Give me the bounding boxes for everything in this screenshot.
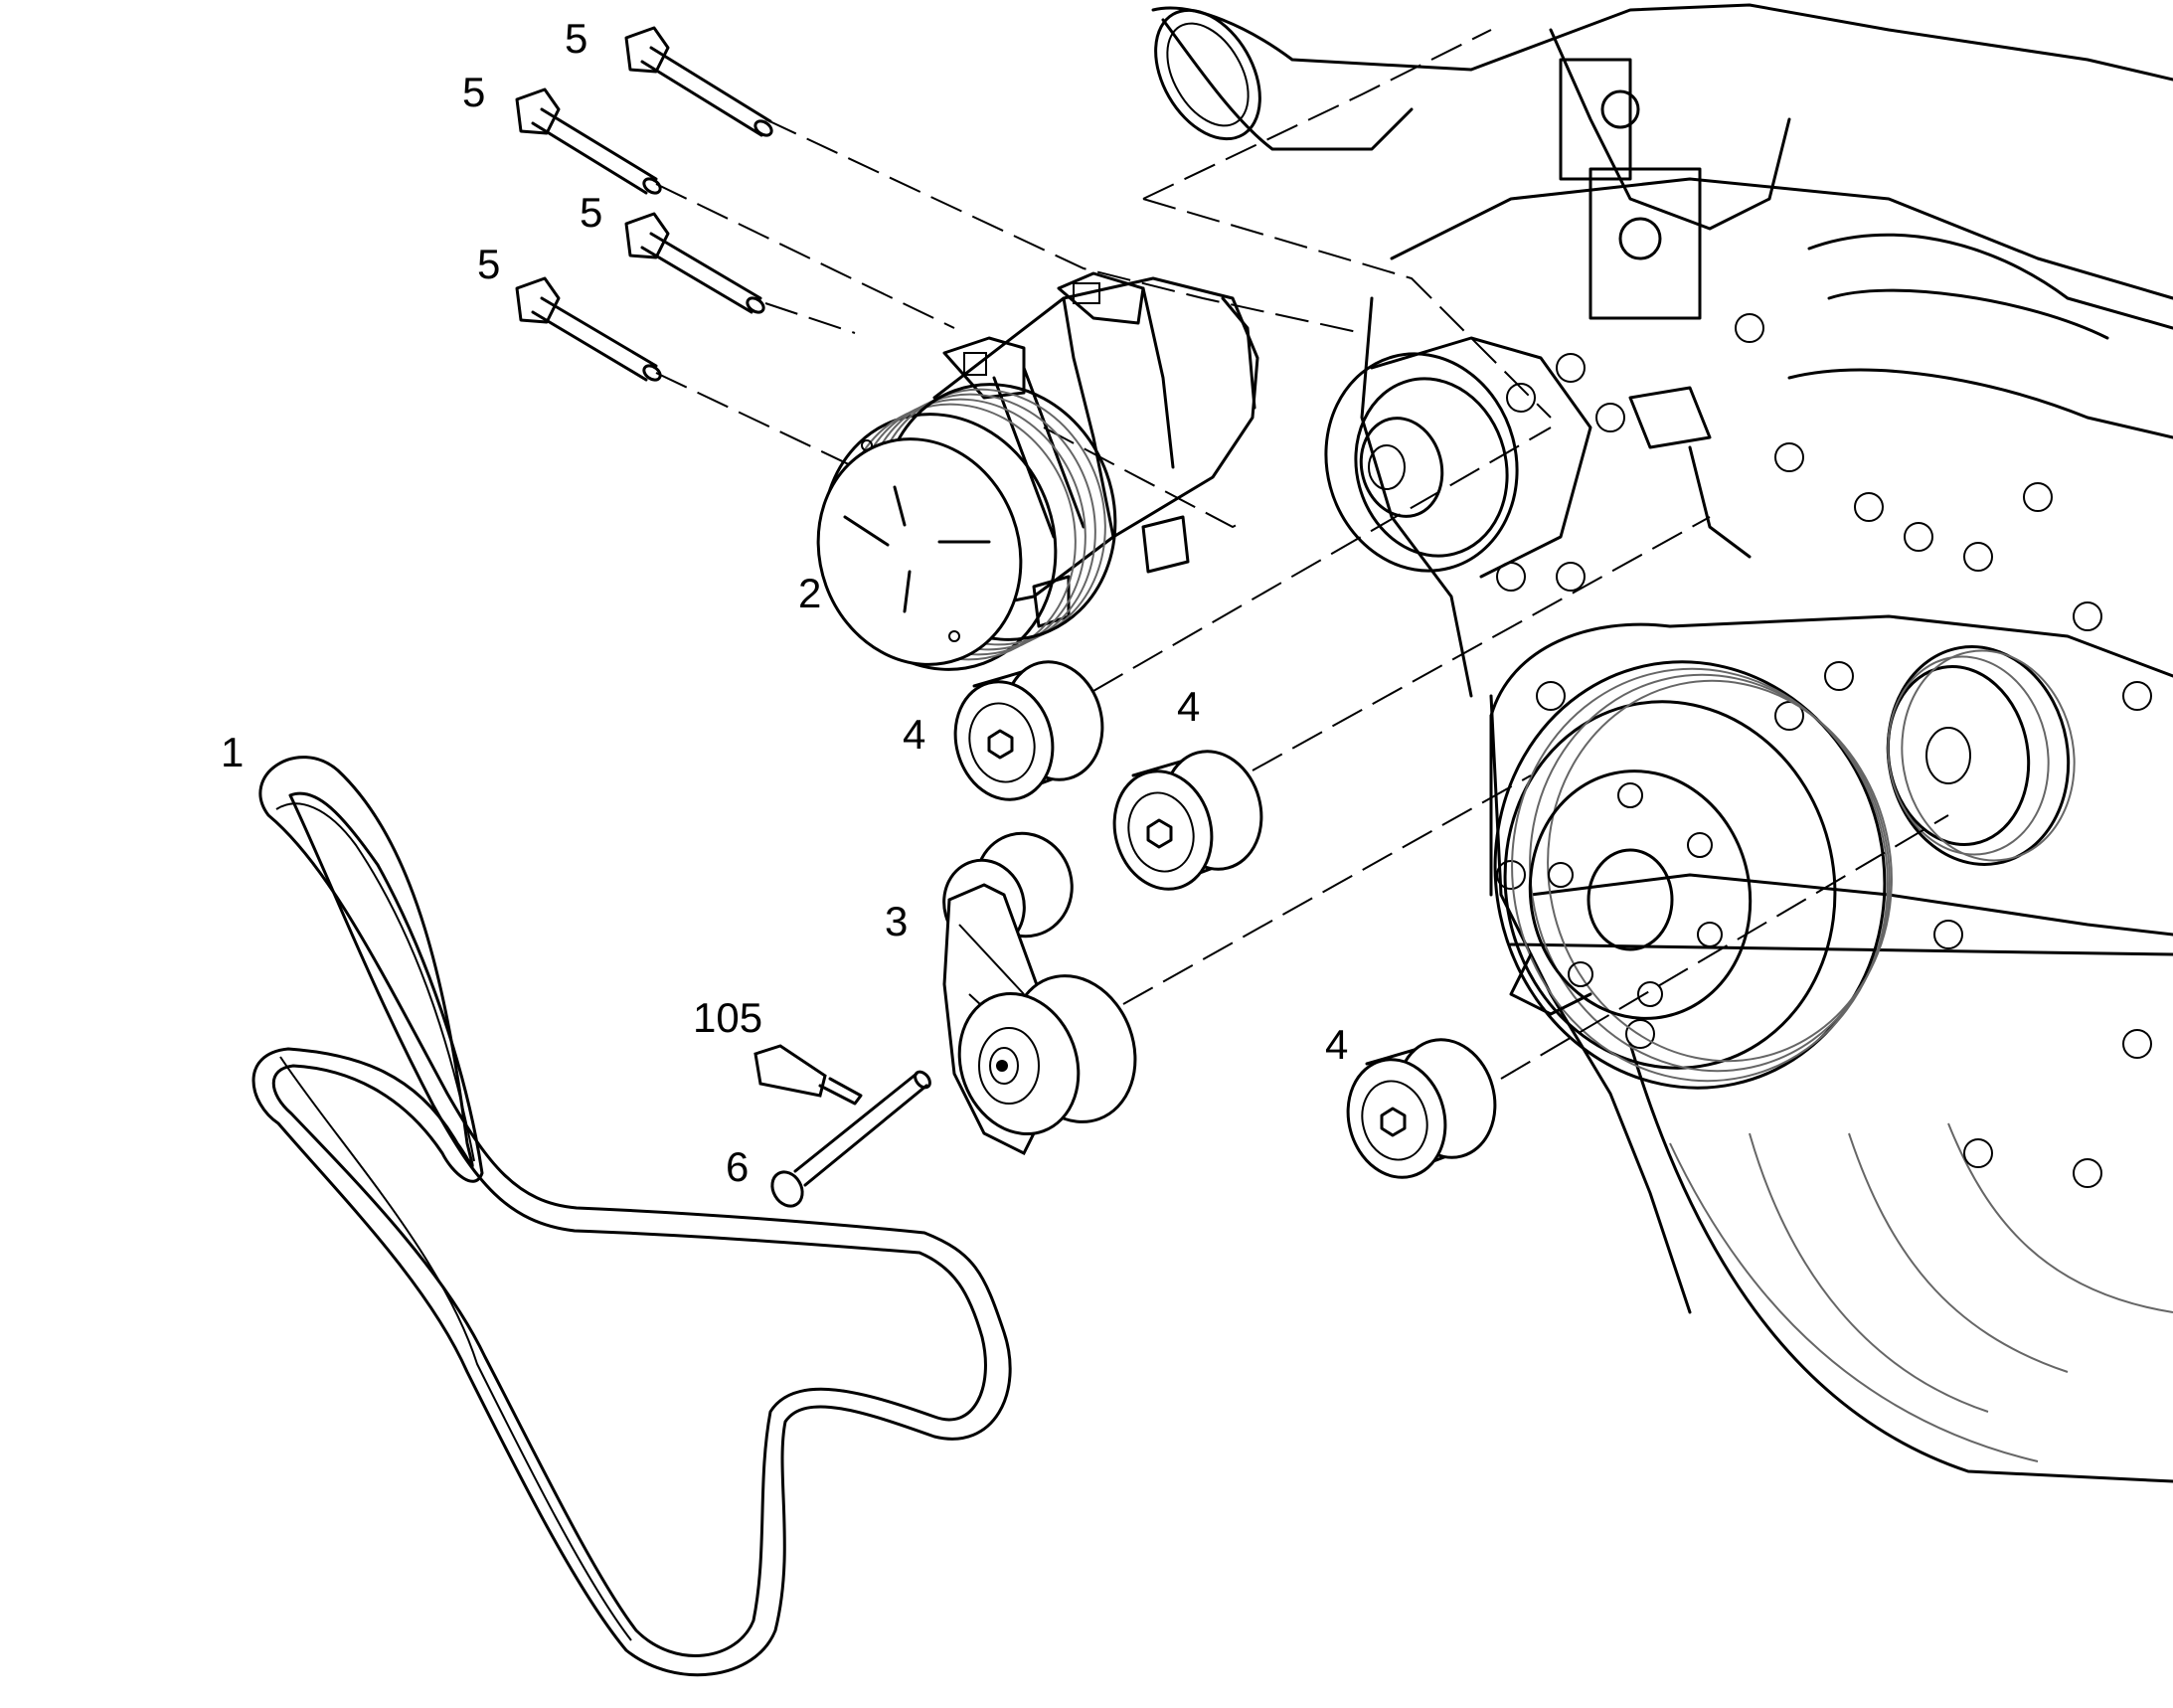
serpentine-belt — [251, 756, 1012, 1677]
sealant-tube — [753, 1044, 863, 1106]
mounting-bolts — [515, 26, 773, 382]
callout-bolt-a: 5 — [565, 15, 588, 62]
callout-idler-a: 4 — [903, 711, 926, 758]
idler-pulley-b — [1112, 750, 1263, 891]
bolt-1 — [624, 26, 773, 137]
bolt-4 — [515, 276, 662, 382]
callout-sealant: 105 — [693, 994, 763, 1041]
callout-idler-c: 4 — [1325, 1021, 1349, 1068]
callout-idler-b: 4 — [1177, 683, 1201, 730]
belt-tensioner — [942, 831, 1137, 1156]
callout-tensioner: 3 — [885, 898, 909, 944]
callout-screw: 6 — [726, 1143, 750, 1190]
assembly-leader-lines — [655, 29, 1949, 1080]
tensioner-screw — [770, 1070, 931, 1208]
bolt-3 — [624, 212, 765, 314]
idler-pulley-c — [1346, 1038, 1497, 1179]
engine-block — [1151, 3, 2173, 1483]
callout-belt: 1 — [221, 729, 245, 775]
bolt-2 — [515, 87, 662, 195]
callout-bolt-b: 5 — [462, 69, 486, 115]
idler-pulley-a — [953, 660, 1104, 801]
ac-compressor — [816, 271, 1259, 671]
callout-bolt-d: 5 — [477, 241, 501, 287]
callout-compressor: 2 — [798, 570, 822, 616]
callout-bolt-c: 5 — [580, 189, 603, 236]
